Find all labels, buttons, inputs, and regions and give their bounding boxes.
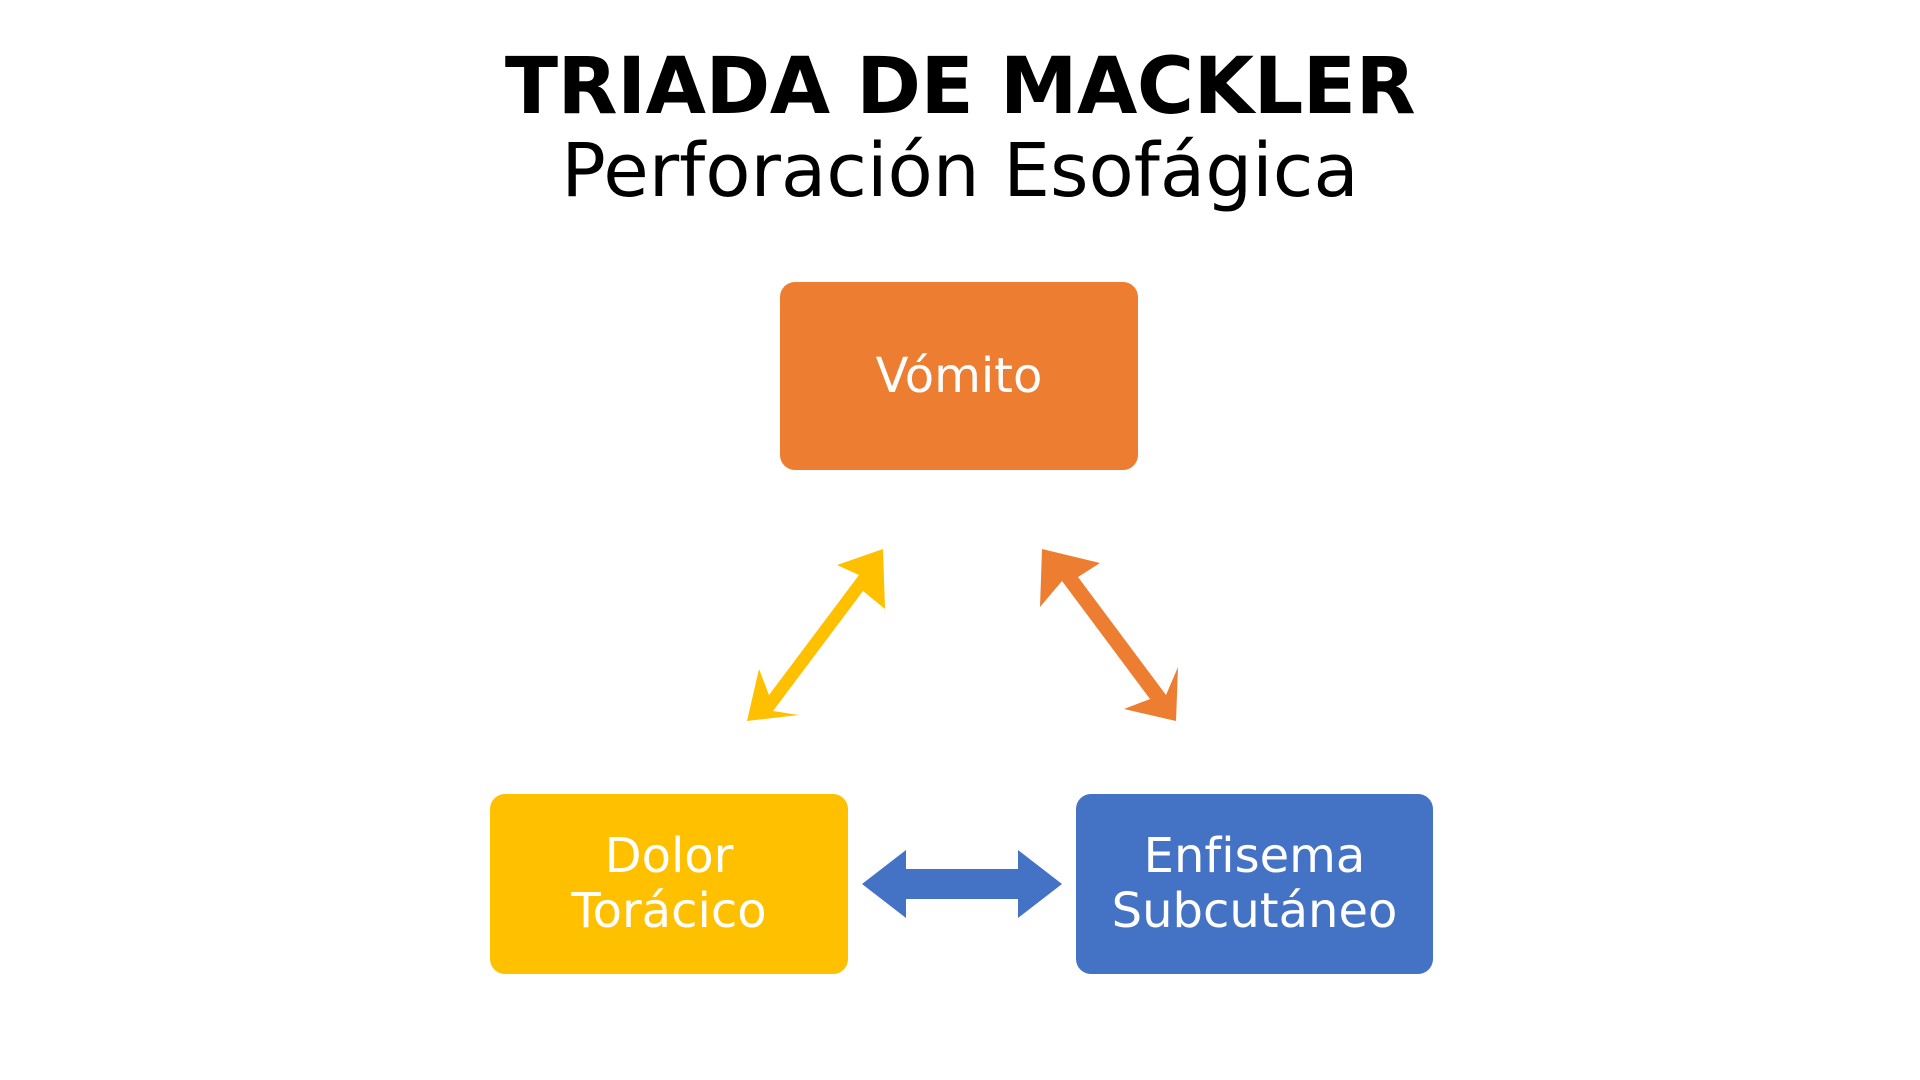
node-vomito-label: Vómito [875,347,1043,404]
connector-dolor-toracico-enfisema-subcutaneo [862,850,1062,918]
double-arrow-shape [747,549,885,721]
node-enfisema-subcutaneo[interactable]: Enfisema Subcutáneo [1076,794,1433,974]
connector-vomito-dolor-toracico [747,549,885,721]
double-arrow-shape [862,850,1062,918]
page-title: TRIADA DE MACKLER [504,42,1416,132]
page-subtitle: Perforación Esofágica [561,127,1359,214]
node-enfisema-subcutaneo-label: Enfisema Subcutáneo [1111,828,1398,939]
node-dolor-toracico-label: Dolor Torácico [571,828,767,939]
double-arrow-shape [1040,549,1178,721]
connector-vomito-enfisema-subcutaneo [1040,549,1178,721]
title-block: TRIADA DE MACKLER Perforación Esofágica [0,42,1920,215]
node-vomito[interactable]: Vómito [780,282,1138,470]
node-dolor-toracico[interactable]: Dolor Torácico [490,794,848,974]
